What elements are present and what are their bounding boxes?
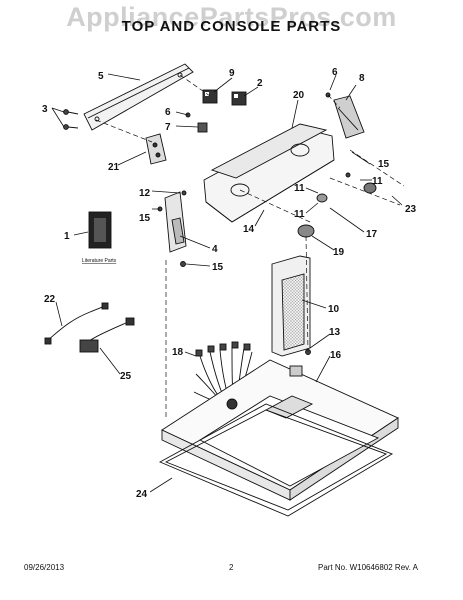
literature-label: Literature Parts: [82, 258, 117, 264]
callout-15c: 15: [378, 159, 390, 170]
console-cover-part: [83, 63, 194, 131]
bracket-part: [145, 133, 167, 165]
callout-13: 13: [329, 327, 341, 338]
watermark: AppliancePartsPros.com: [66, 2, 397, 32]
footer-date: 09/26/2013: [24, 563, 65, 572]
callout-4: 4: [212, 244, 218, 255]
callout-25: 25: [120, 371, 132, 382]
control-bracket-part: [164, 190, 187, 253]
callout-11c: 11: [372, 176, 383, 187]
screw-part: [63, 109, 79, 130]
callout-24: 24: [136, 489, 148, 500]
literature-part: [88, 211, 112, 249]
footer-part-number: Part No. W10646802 Rev. A: [318, 563, 418, 572]
callout-18: 18: [172, 347, 184, 358]
callout-2: 2: [257, 78, 263, 89]
callout-21: 21: [108, 162, 120, 173]
callout-11b: 11: [294, 209, 305, 220]
callout-16: 16: [330, 350, 342, 361]
callout-9: 9: [229, 68, 235, 79]
callout-15b: 15: [212, 262, 224, 273]
callout-7: 7: [165, 122, 171, 133]
callout-3: 3: [42, 104, 48, 115]
callout-6a: 6: [165, 107, 171, 118]
control-console-part: [203, 123, 335, 223]
diagram-title: TOP AND CONSOLE PARTS: [121, 18, 342, 35]
callout-15a: 15: [139, 213, 151, 224]
knob-part: [297, 172, 377, 238]
callout-5: 5: [98, 71, 104, 82]
callout-12: 12: [139, 188, 151, 199]
switch-part: [202, 89, 247, 106]
callout-19: 19: [333, 247, 345, 258]
gasket-part: [158, 403, 394, 517]
callout-23: 23: [405, 204, 417, 215]
top-panel-part: [161, 359, 399, 501]
callout-10: 10: [328, 304, 340, 315]
footer-page-number: 2: [229, 563, 234, 572]
callout-22: 22: [44, 294, 56, 305]
lint-screen-part: [271, 255, 311, 357]
callout-20: 20: [293, 90, 305, 101]
clip-part: [197, 122, 208, 133]
callout-17: 17: [366, 229, 378, 240]
wire-harness-part: [44, 302, 135, 353]
callout-1: 1: [64, 231, 70, 242]
callout-8: 8: [359, 73, 365, 84]
callout-6b: 6: [332, 67, 338, 78]
callout-14: 14: [243, 224, 255, 235]
callouts: 5 3 9 2 6 7 21 6 8 20 15 11 11 11 23 17 …: [42, 67, 417, 500]
side-bracket-part: [333, 95, 365, 139]
callout-11a: 11: [294, 183, 305, 194]
